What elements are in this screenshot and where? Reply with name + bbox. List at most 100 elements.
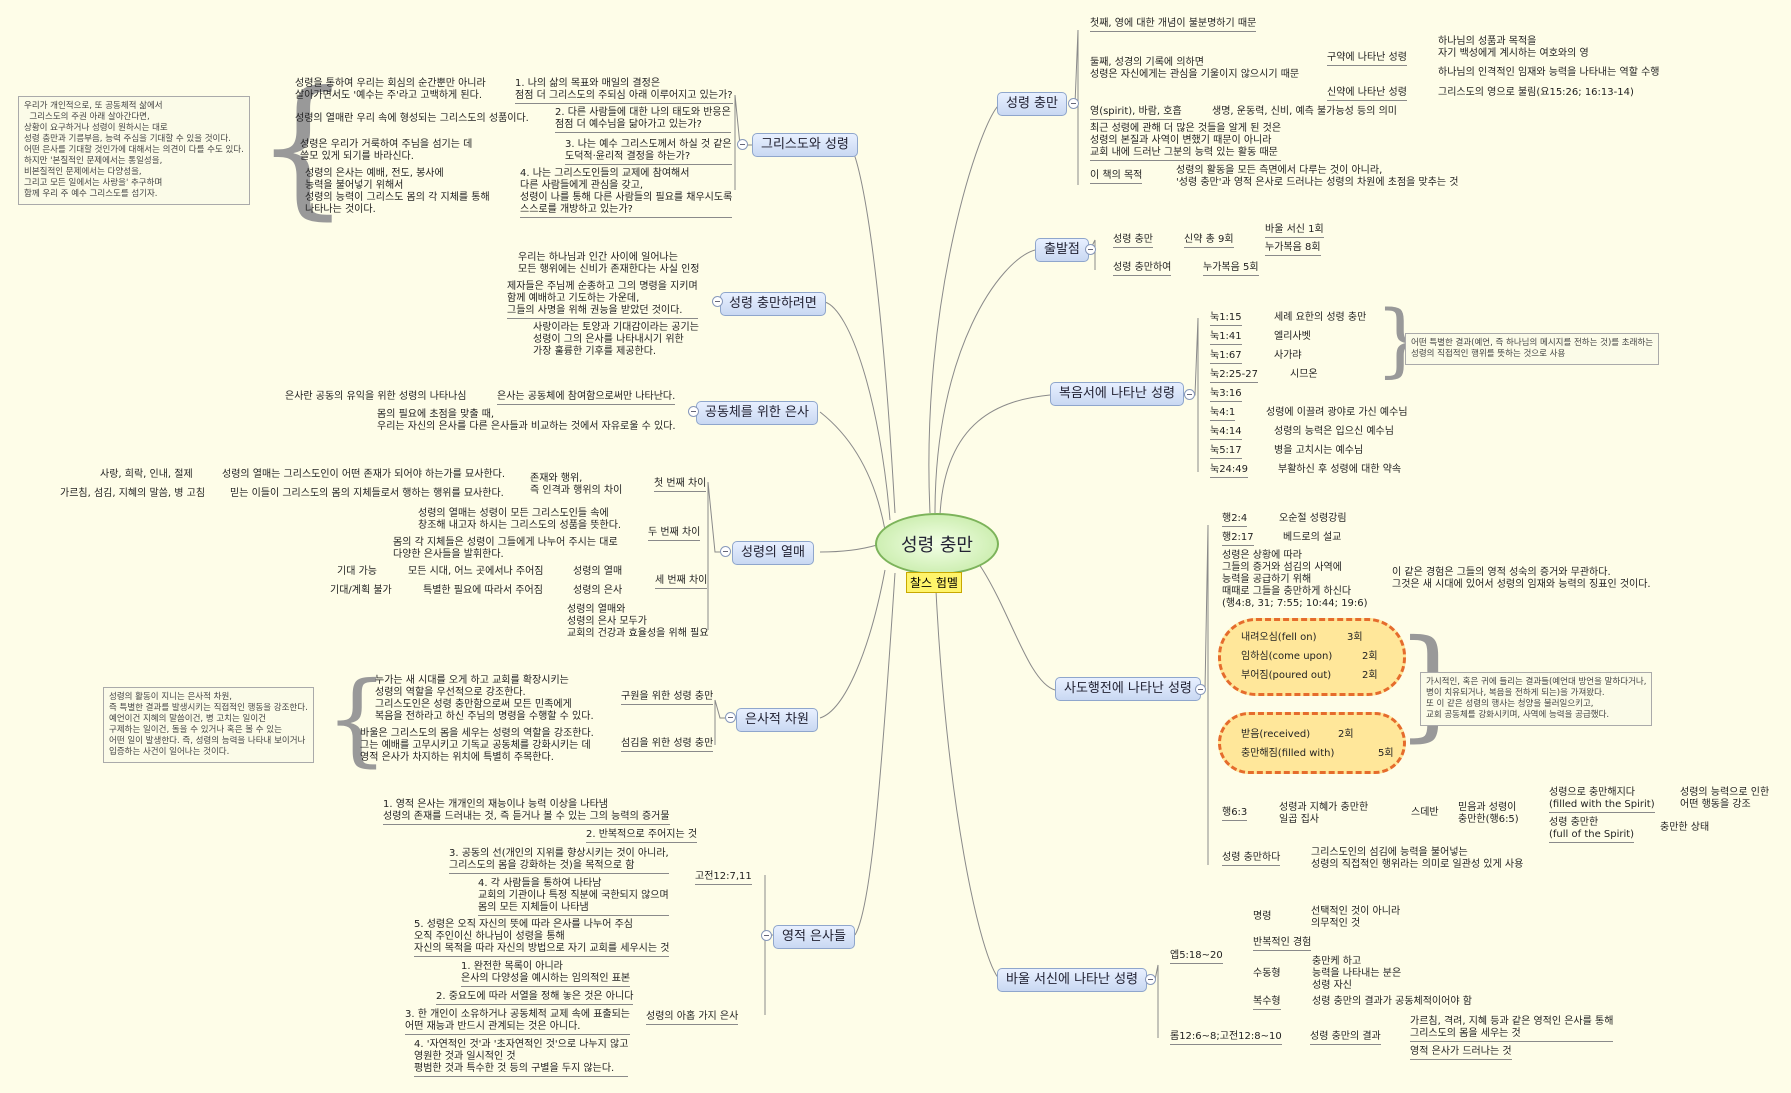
note-left-top: 우리가 개인적으로, 또 공동체적 삶에서 그리스도의 주권 아래 살아간다면,… [18, 96, 250, 205]
community-c2: 몸의 필요에 초점을 맞출 때, 우리는 자신의 은사를 다른 은사들과 비교하… [377, 409, 676, 432]
paul-r1a: 가르침, 격려, 지혜 등과 같은 영적인 은사를 통해 그리스도의 몸을 세우… [1410, 1016, 1614, 1042]
gospel-text-7: 병을 고치시는 예수님 [1274, 445, 1364, 456]
christ-a1: 성령을 통하여 우리는 회심의 순간뿐만 아니라 살아가면서도 '예수는 주'라… [295, 78, 486, 101]
acts-a4c: 믿음과 성령이 충만한(행6:5) [1458, 802, 1519, 825]
fill-f2b: 신약에 나타난 성령 [1327, 87, 1407, 101]
acts-term-1: 임하심(come upon) [1241, 651, 1333, 662]
paul-eph: 엡5:18~20 [1170, 950, 1223, 964]
acts-count-1: 2회 [1362, 651, 1378, 662]
acts-a4d: 성령으로 충만해지다 (filled with the Spirit) [1549, 787, 1655, 813]
fruit-d4: 성령의 열매와 성령의 은사 모두가 교회의 건강과 효율성을 위해 필요 [567, 604, 709, 639]
acts-term-3: 받음(received) [1241, 729, 1311, 740]
start-s1a: 신약 총 9회 [1184, 234, 1234, 248]
paul-e3: 수동형 [1253, 968, 1281, 979]
fill-f2b1: 그리스도의 영으로 불림(요15:26; 16:13-14) [1438, 87, 1634, 98]
cloud-terms-2 [1218, 712, 1406, 774]
branch-start[interactable]: 출발점 [1035, 238, 1089, 262]
branch-fill[interactable]: 성령 충만 [997, 92, 1067, 116]
start-s1: 성령 충만 [1113, 234, 1153, 248]
branch-want[interactable]: 성령 충만하려면 [720, 292, 826, 316]
gospel-ref-4: 눅3:16 [1210, 388, 1242, 402]
acts-a3a: 이 같은 경험은 그들의 영적 성숙의 증거와 무관하다. 그것은 새 시대에 … [1392, 567, 1651, 590]
collapse-toggle[interactable] [712, 296, 723, 307]
collapse-toggle[interactable] [1068, 98, 1079, 109]
branch-community[interactable]: 공동체를 위한 은사 [696, 401, 818, 425]
collapse-toggle[interactable] [720, 546, 731, 557]
gospel-text-6: 성령의 능력은 입으신 예수님 [1274, 426, 1394, 437]
acts-a3: 성령은 상황에 따라 그들의 증거와 섬김의 사역에 능력을 공급하기 위해 때… [1222, 550, 1368, 609]
acts-term-2: 부어짐(poured out) [1241, 670, 1332, 681]
collapse-toggle[interactable] [688, 406, 699, 417]
fill-f3: 영(spirit), 바람, 호흡 [1090, 106, 1182, 120]
fill-f2a2: 하나님의 인격적인 임재와 능력을 나타내는 역할 수행 [1438, 67, 1660, 78]
fruit-d1a2x: 가르침, 섬김, 지혜의 말씀, 병 고침 [60, 488, 206, 499]
fill-f4: 최근 성령에 관해 더 많은 것들을 알게 된 것은 성령의 본질과 사역이 변… [1090, 123, 1282, 161]
gospel-ref-6: 눅4:14 [1210, 426, 1242, 440]
central-topic[interactable]: 성령 충만 [875, 513, 999, 575]
spiritual-n2: 2. 중요도에 따라 서열을 정해 놓은 것은 아니다 [436, 991, 634, 1005]
branch-fruit[interactable]: 성령의 열매 [732, 541, 814, 565]
spiritual-s2: 2. 반복적으로 주어지는 것 [586, 829, 698, 843]
note-gospel: 어떤 특별한 결과(예언, 즉 하나님의 메시지를 전하는 것)를 초래하는 성… [1405, 333, 1660, 365]
charis-k2a: 바울은 그리스도의 몸을 세우는 성령의 역할을 강조한다. 그는 예배를 고무… [360, 728, 594, 763]
branch-paul[interactable]: 바울 서신에 나타난 성령 [997, 968, 1147, 992]
central-title: 성령 충만 [901, 535, 973, 556]
branch-spiritual[interactable]: 영적 은사들 [773, 925, 855, 949]
paul-e4: 복수형 [1253, 996, 1281, 1010]
fruit-d3: 세 번째 차이 [655, 575, 708, 589]
collapse-toggle[interactable] [725, 712, 736, 723]
christ-a2: 성령의 열매란 우리 속에 형성되는 그리스도의 성품이다. [295, 113, 529, 124]
fruit-d1a1x: 사랑, 희락, 인내, 절제 [100, 469, 193, 480]
christ-q1: 1. 나의 삶의 목표와 매일의 결정은 점점 더 그리스도의 주되심 아래 이… [515, 78, 733, 104]
collapse-toggle[interactable] [1085, 244, 1096, 255]
acts-a2: 행2:17 [1222, 532, 1254, 546]
acts-a4: 행6:3 [1222, 807, 1248, 821]
paul-e4a: 성령 충만의 결과가 공동체적이어야 함 [1312, 996, 1472, 1007]
cloud-terms-1 [1218, 618, 1406, 696]
acts-count-0: 3회 [1347, 632, 1363, 643]
collapse-toggle[interactable] [737, 139, 748, 150]
christ-q2: 2. 다른 사람들에 대한 나의 태도와 반응은 점점 더 예수님을 닮아가고 … [555, 107, 731, 133]
acts-a4d1: 성령의 능력으로 인한 어떤 행동을 강조 [1680, 787, 1770, 810]
collapse-toggle[interactable] [761, 930, 772, 941]
community-c1a: 은사란 공동의 유익을 위한 성령의 나타나심 [285, 391, 467, 402]
acts-a4b: 스데반 [1411, 807, 1439, 818]
gospel-text-1: 엘리사벳 [1274, 331, 1311, 342]
want-w3: 사랑이라는 토양과 기대감이라는 공기는 성령이 그의 은사를 나타내시기 위한… [533, 322, 699, 357]
paul-e3a: 충만케 하고 능력을 나타내는 분은 성령 자신 [1312, 956, 1402, 991]
spiritual-s5: 5. 성령은 오직 자신의 뜻에 따라 은사를 나누어 주심 오직 주인이신 하… [414, 919, 670, 957]
charis-k1: 구원을 위한 성령 충만 [621, 691, 714, 705]
collapse-toggle[interactable] [1145, 974, 1156, 985]
spiritual-ref: 고전12:7,11 [695, 871, 752, 885]
gospel-text-3: 시므온 [1290, 369, 1318, 380]
fill-f3a: 생명, 운동력, 신비, 예측 불가능성 등의 의미 [1212, 106, 1398, 117]
acts-term-4: 충만해짐(filled with) [1241, 748, 1335, 759]
fruit-d1a: 존재와 행위, 즉 인격과 행위의 차이 [530, 473, 623, 496]
acts-a5: 성령 충만하다 [1222, 852, 1281, 866]
christ-q4: 4. 나는 그리스도인들의 교제에 참여해서 다른 사람들에게 관심을 갖고, … [520, 168, 733, 218]
gospel-ref-3: 눅2:25-27 [1210, 369, 1258, 383]
spiritual-s1: 1. 영적 은사는 개개인의 재능이나 능력 이상을 나타냄 성령의 존재를 드… [383, 799, 670, 825]
branch-christ[interactable]: 그리스도와 성령 [752, 133, 858, 157]
gospel-ref-0: 눅1:15 [1210, 312, 1242, 326]
paul-e1a: 선택적인 것이 아니라 의무적인 것 [1311, 906, 1401, 929]
gospel-text-2: 사가랴 [1274, 350, 1302, 361]
start-s2: 성령 충만하여 [1113, 262, 1172, 276]
branch-acts[interactable]: 사도행전에 나타난 성령 [1055, 677, 1201, 701]
christ-a3: 성령은 우리가 거룩하여 주님을 섬기는 데 쓸모 있게 되기를 바라신다. [300, 139, 473, 162]
want-w2: 제자들은 주님께 순종하고 그의 명령을 지키며 함께 예배하고 기도하는 가운… [507, 281, 698, 319]
branch-charis[interactable]: 은사적 차원 [736, 708, 818, 732]
collapse-toggle[interactable] [1195, 684, 1206, 695]
fruit-d3a: 성령의 열매 [573, 566, 623, 577]
branch-gospel[interactable]: 복음서에 나타난 성령 [1050, 382, 1184, 406]
start-s1a1: 바울 서신 1회 [1265, 224, 1324, 238]
fruit-d3b1: 특별한 필요에 따라서 주어짐 [423, 585, 543, 596]
start-s2a: 누가복음 5회 [1203, 262, 1259, 276]
acts-a5a: 그리스도인의 섬김에 능력을 불어넣는 성령의 직접적인 행위라는 의미로 일관… [1311, 847, 1524, 870]
author-label: 찰스 험멜 [906, 572, 962, 593]
spiritual-s4: 4. 각 사람들을 통하여 나타남 교회의 기관이나 특정 직분에 국한되지 않… [478, 878, 669, 916]
paul-e2: 반복적인 경험 [1253, 937, 1312, 951]
collapse-toggle[interactable] [1184, 389, 1195, 400]
spiritual-nine: 성령의 아홉 가지 은사 [646, 1011, 739, 1025]
